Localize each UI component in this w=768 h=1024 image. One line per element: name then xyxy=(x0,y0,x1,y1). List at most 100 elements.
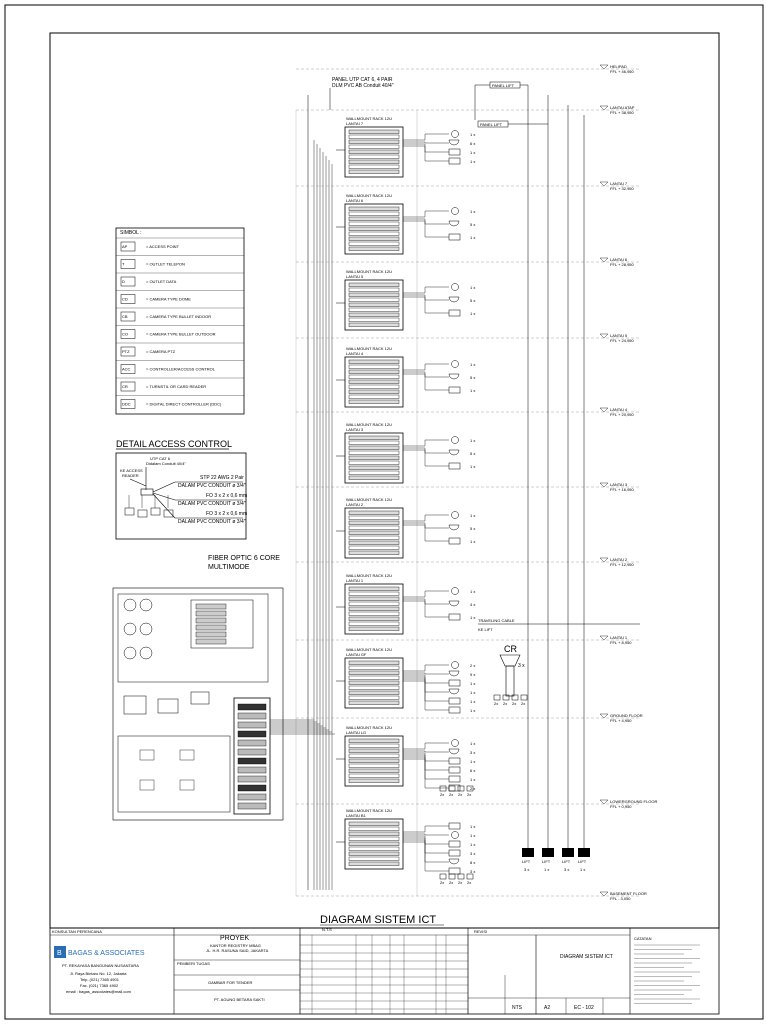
level-elevation: FFL + 28,950 xyxy=(610,262,635,267)
extra-point-label: 2x xyxy=(521,701,525,706)
outlet-symbol xyxy=(448,670,460,677)
legend-symbol xyxy=(120,381,136,392)
rack-unit xyxy=(348,374,400,379)
level-marker xyxy=(599,713,609,719)
outlet-count: 1 x xyxy=(470,842,475,847)
rack-floor: LANTAI 6 xyxy=(346,198,364,203)
outlet-symbol xyxy=(451,283,459,291)
rack-unit xyxy=(348,540,400,545)
rack-unit xyxy=(348,768,400,773)
extra-point xyxy=(448,785,456,792)
outlet-symbol xyxy=(451,436,459,444)
legend-symbol xyxy=(120,241,136,252)
company-sub: PT. REKAYASA BANGUNAN NUSANTARA xyxy=(62,963,139,968)
rack-floor: LANTAI 2 xyxy=(346,502,364,507)
level-marker xyxy=(599,799,609,805)
level-elevation: FFL + 8,950 xyxy=(610,640,632,645)
main-rack-unit xyxy=(237,766,267,774)
extra-point-label: 2x xyxy=(449,880,453,885)
outlet-symbol xyxy=(448,766,461,774)
legend-symbol-code: CD xyxy=(122,297,128,302)
rack-label: WALLMOUNT RACK 12U xyxy=(346,116,392,121)
rack-unit xyxy=(348,510,400,515)
outlet-symbol xyxy=(451,739,459,747)
level-name: BASEMENT FLOOR xyxy=(610,891,647,896)
rack-unit xyxy=(348,164,400,169)
main-rack-unit xyxy=(237,793,267,801)
printer xyxy=(190,691,210,705)
notes-label: CATATAN xyxy=(634,936,652,941)
outlet-count: 9 x xyxy=(470,672,475,677)
outlet-symbol xyxy=(448,600,460,607)
level-marker xyxy=(599,257,609,263)
rack-label: WALLMOUNT RACK 12U xyxy=(346,647,392,652)
level-name: LANTAI 2 xyxy=(610,557,628,562)
fiber-note: FIBER OPTIC 6 CORE xyxy=(208,555,280,562)
rack-unit xyxy=(348,861,400,866)
rack-cabinet xyxy=(344,507,404,559)
outlet-count: 5 x xyxy=(470,375,475,380)
rack-unit xyxy=(348,515,400,520)
rack-unit xyxy=(348,440,400,445)
outlet-symbol xyxy=(451,511,459,519)
outlet-symbol xyxy=(451,360,459,368)
camera-monitor xyxy=(123,622,137,636)
rack-unit xyxy=(348,231,400,236)
ac-line-1: STP 22 AWG 2 Pair xyxy=(200,475,244,481)
outlet-symbol xyxy=(448,148,461,156)
outlet-symbol xyxy=(448,139,460,146)
rack-cabinet xyxy=(344,279,404,331)
rack-unit xyxy=(348,292,400,297)
camera-monitor xyxy=(139,598,153,612)
rack-unit xyxy=(348,445,400,450)
rack-unit xyxy=(348,322,400,327)
legend-symbol-code: CO xyxy=(122,332,128,337)
extra-point-label: 2x xyxy=(458,880,462,885)
rack-unit xyxy=(348,748,400,753)
rack-floor: LANTAI 5 xyxy=(346,274,364,279)
extra-point xyxy=(457,785,465,792)
outlet-symbol xyxy=(451,207,459,215)
legend-item: = CAMERA TYPE BULLET OUTDOOR xyxy=(146,332,216,337)
outlet-count: 1 x xyxy=(470,741,475,746)
tb-scale: NTS xyxy=(512,1005,523,1011)
main-rack-unit xyxy=(237,739,267,747)
rack-unit xyxy=(348,369,400,374)
consultant-label: KONSULTAN PERENCANA xyxy=(52,929,102,934)
lift-count: 3 x xyxy=(524,867,529,872)
rack-label: WALLMOUNT RACK 12U xyxy=(346,573,392,578)
rack-unit xyxy=(348,525,400,530)
tb-drawing-no: EC - 102 xyxy=(574,1005,594,1011)
outlet-count: 2 x xyxy=(470,786,475,791)
main-rack-unit xyxy=(237,730,267,738)
rack-cabinet xyxy=(344,126,404,178)
rack-floor: LANTAI 7 xyxy=(346,121,364,126)
rack-unit xyxy=(348,611,400,616)
rack-unit xyxy=(348,685,400,690)
level-name: LANTAI 4 xyxy=(610,407,628,412)
fiber-note-2: MULTIMODE xyxy=(208,564,250,571)
outlet-count: 1 x xyxy=(470,777,475,782)
level-marker xyxy=(599,557,609,563)
lift-count: 3 x xyxy=(564,867,569,872)
rack-cabinet xyxy=(344,735,404,787)
tb-drawing-title: DIAGRAM SISTEM ICT xyxy=(560,954,613,960)
outlet-symbol xyxy=(451,831,459,839)
rack-label: WALLMOUNT RACK 12U xyxy=(346,808,392,813)
rack-unit xyxy=(348,364,400,369)
company-address-1: Jl. Raya Bintaro No. 12, Jakarta xyxy=(70,971,127,976)
access-control-title: DETAIL ACCESS CONTROL xyxy=(116,439,232,449)
rack-unit xyxy=(348,586,400,591)
rack-floor: LANTAI 4 xyxy=(346,351,364,356)
company-address-3: Fax. (021) 7365 4902 xyxy=(80,983,119,988)
cctv-block xyxy=(117,593,269,683)
rack-unit xyxy=(348,359,400,364)
extra-point xyxy=(520,694,528,701)
rack-unit xyxy=(348,763,400,768)
ac-device xyxy=(150,507,161,516)
rack-floor: LANTAI B1 xyxy=(346,813,366,818)
legend-symbol-code: PTZ xyxy=(122,349,130,354)
